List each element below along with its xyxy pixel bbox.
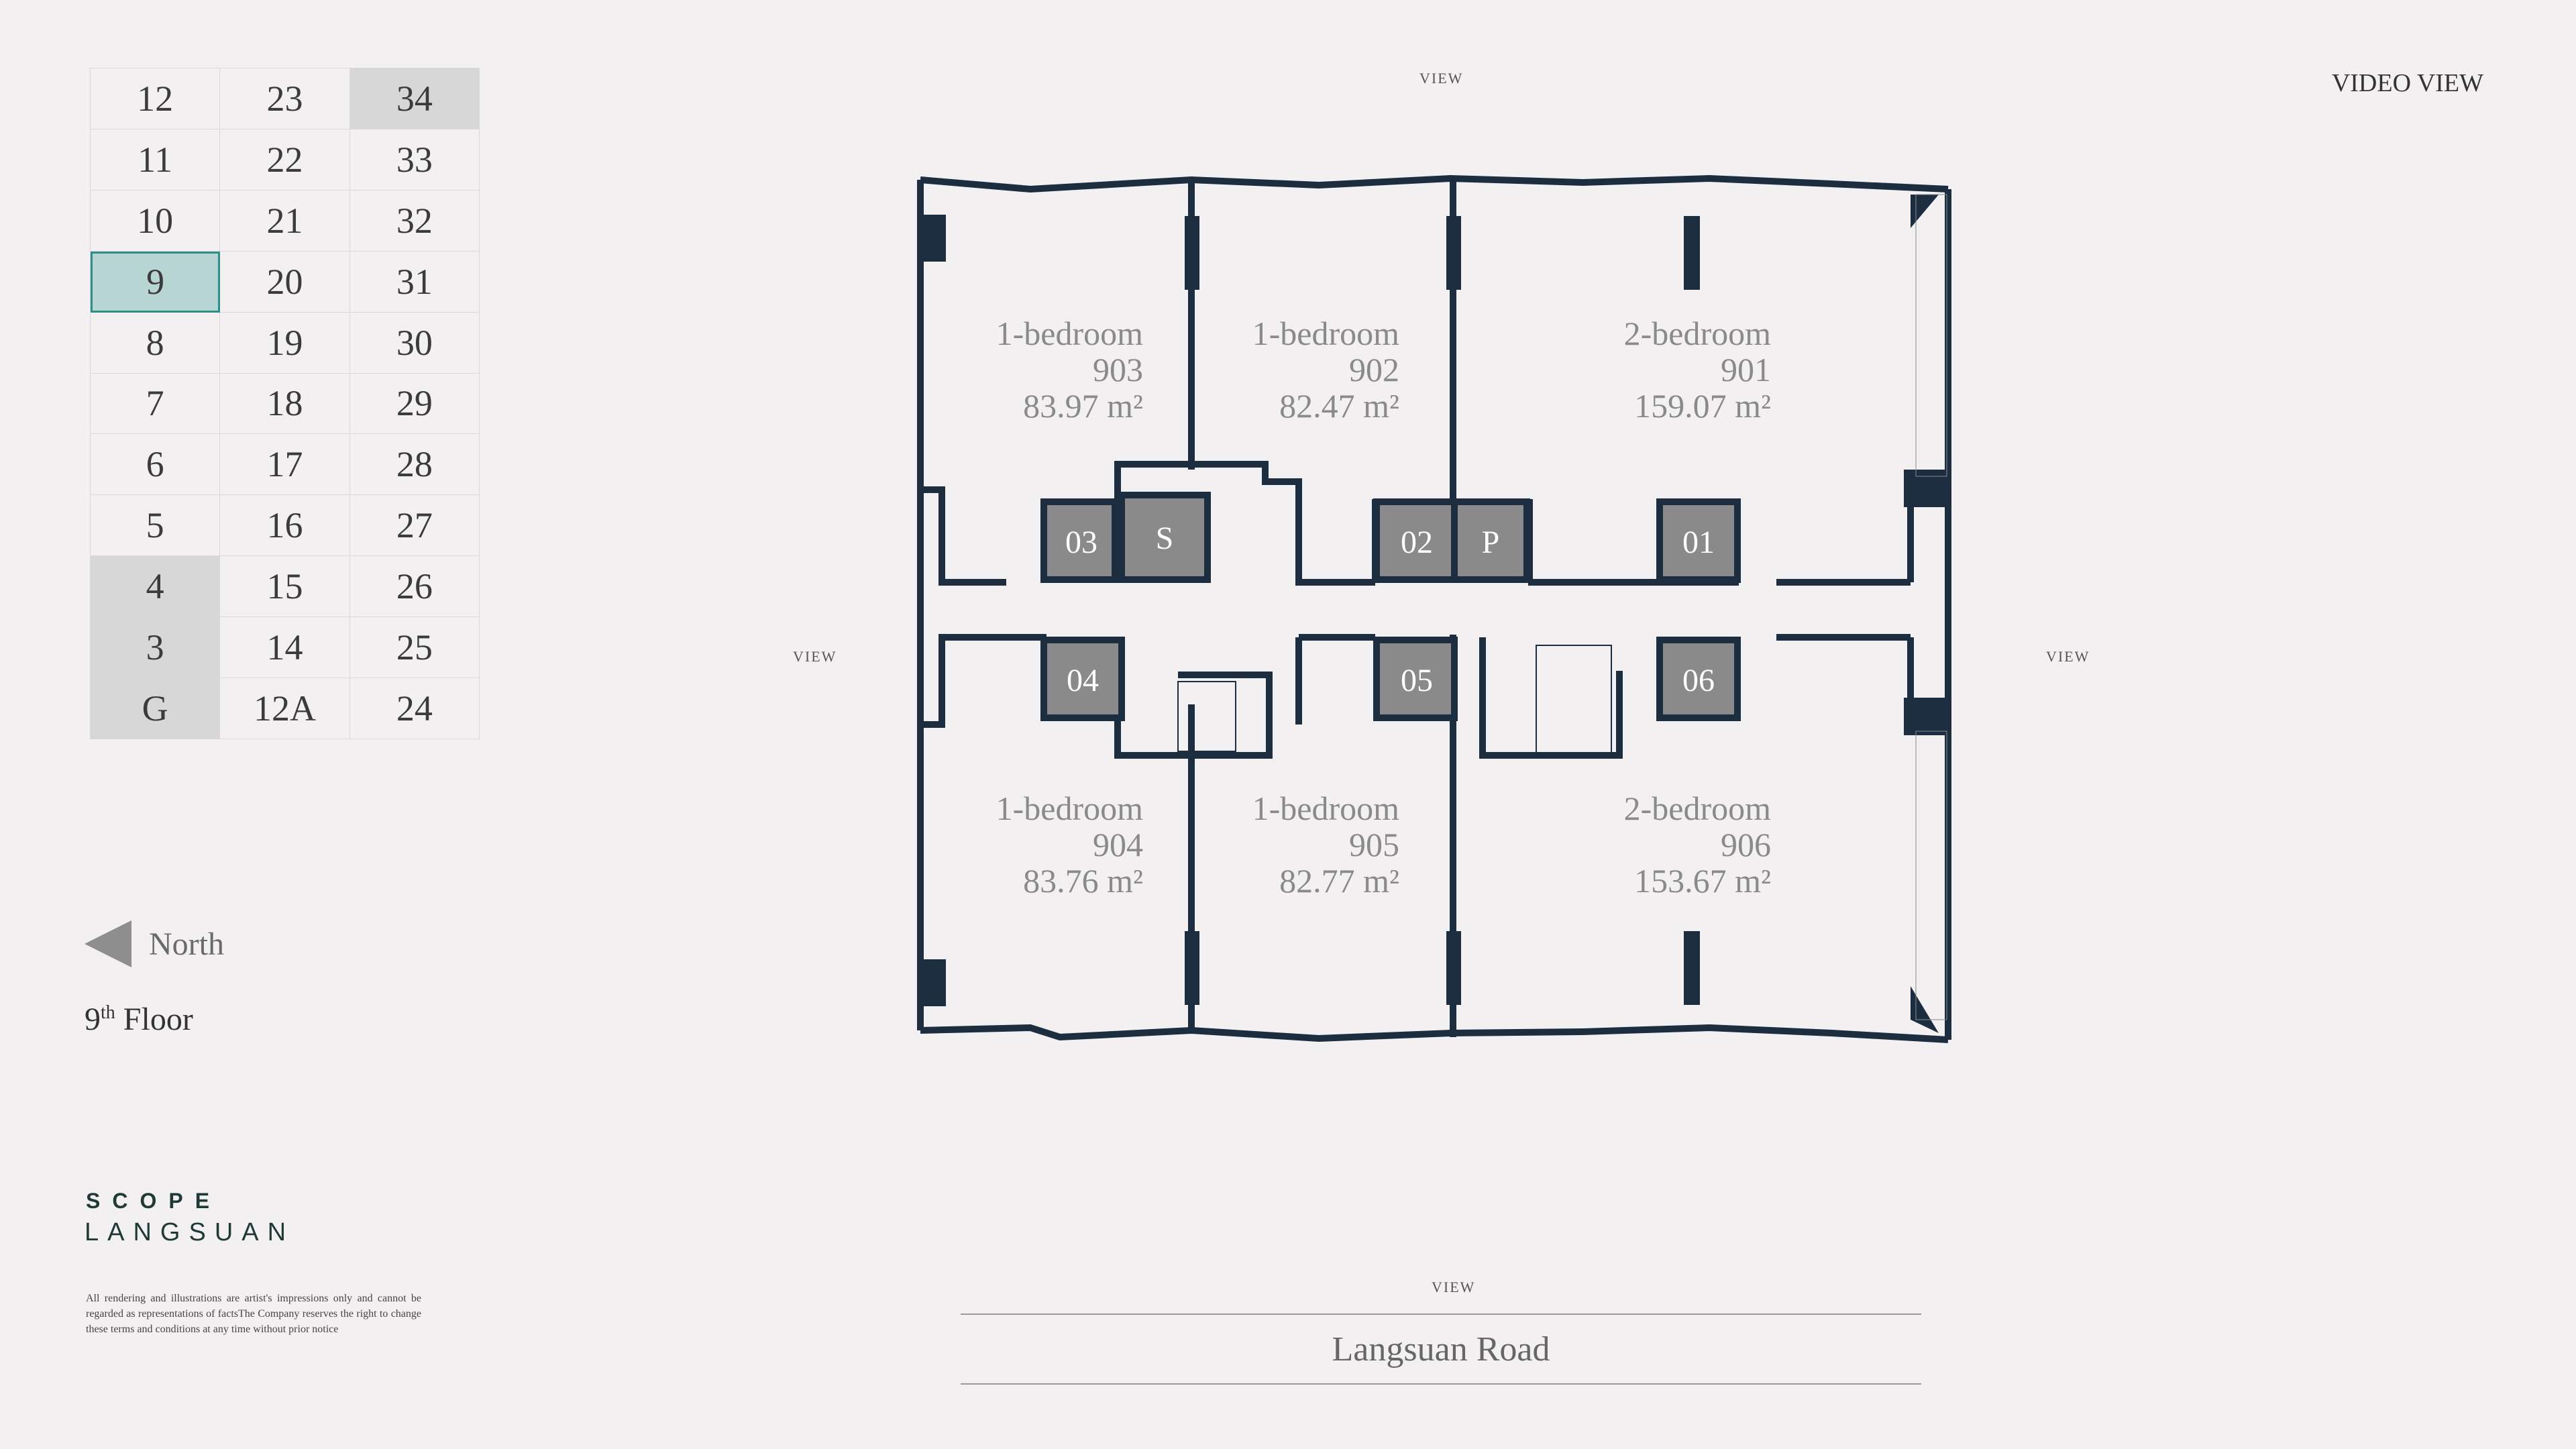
view-label-bottom: VIEW	[1432, 1279, 1476, 1295]
core-label: 01	[1682, 525, 1715, 560]
brand-logo-line2: LANGSUAN	[85, 1218, 295, 1246]
unit-905[interactable]: 1-bedroom 905 82.77 m²	[1208, 790, 1399, 899]
unit-number: 902	[1349, 351, 1399, 388]
floor-cell-3[interactable]: 3	[91, 617, 221, 679]
core-label: 03	[1065, 525, 1097, 560]
core-label: 05	[1401, 663, 1433, 698]
floor-cell-14[interactable]: 14	[220, 617, 350, 679]
floor-cell-29[interactable]: 29	[350, 373, 480, 435]
floor-cell-15[interactable]: 15	[220, 556, 350, 618]
north-arrow-icon	[85, 920, 131, 967]
floor-cell-33[interactable]: 33	[350, 129, 480, 191]
unit-902[interactable]: 1-bedroom 902 82.47 m²	[1208, 315, 1399, 424]
south-facade-wall	[920, 1024, 1949, 1043]
unit-type: 2-bedroom	[1623, 315, 1771, 352]
floor-cell-28[interactable]: 28	[350, 434, 480, 496]
video-view-button[interactable]: VIDEO VIEW	[2331, 69, 2483, 97]
unit-area: 153.67 m²	[1634, 862, 1771, 900]
floor-cell-12[interactable]: 12	[91, 68, 221, 129]
core-label: P	[1482, 525, 1500, 560]
unit-904[interactable]: 1-bedroom 904 83.76 m²	[953, 790, 1143, 899]
floor-cell-22[interactable]: 22	[220, 129, 350, 191]
road-divider-bottom	[961, 1383, 1921, 1385]
floor-cell-G[interactable]: G	[91, 678, 221, 739]
floor-word: Floor	[123, 1002, 193, 1037]
unit-area: 82.47 m²	[1279, 387, 1399, 425]
floor-suffix: th	[101, 1002, 115, 1023]
floor-cell-8[interactable]: 8	[91, 312, 221, 374]
unit-901[interactable]: 2-bedroom 901 159.07 m²	[1570, 315, 1771, 424]
unit-number: 905	[1349, 826, 1399, 863]
unit-area: 159.07 m²	[1634, 387, 1771, 425]
floor-cell-25[interactable]: 25	[350, 617, 480, 679]
floor-cell-6[interactable]: 6	[91, 434, 221, 496]
core-label: 06	[1682, 663, 1715, 698]
unit-903[interactable]: 1-bedroom 903 83.97 m²	[953, 315, 1143, 424]
floor-cell-19[interactable]: 19	[220, 312, 350, 374]
floor-cell-11[interactable]: 11	[91, 129, 221, 191]
core-label: 02	[1401, 525, 1433, 560]
floor-label: 9th Floor	[85, 1001, 193, 1038]
unit-number: 906	[1721, 826, 1771, 863]
floor-cell-7[interactable]: 7	[91, 373, 221, 435]
floor-number: 9	[85, 1002, 101, 1037]
road-divider-top	[961, 1313, 1921, 1315]
floor-cell-18[interactable]: 18	[220, 373, 350, 435]
floor-cell-9[interactable]: 9	[91, 251, 221, 313]
unit-area: 83.97 m²	[1023, 387, 1143, 425]
floor-cell-23[interactable]: 23	[220, 68, 350, 129]
floor-cell-32[interactable]: 32	[350, 190, 480, 252]
road-label: Langsuan Road	[1332, 1330, 1550, 1368]
unit-area: 83.76 m²	[1023, 862, 1143, 900]
unit-906[interactable]: 2-bedroom 906 153.67 m²	[1570, 790, 1771, 899]
view-label-top: VIEW	[1419, 70, 1464, 87]
floor-cell-31[interactable]: 31	[350, 251, 480, 313]
unit-number: 904	[1093, 826, 1143, 863]
floor-cell-17[interactable]: 17	[220, 434, 350, 496]
unit-number: 901	[1721, 351, 1771, 388]
unit-area: 82.77 m²	[1279, 862, 1399, 900]
unit-number: 903	[1093, 351, 1143, 388]
unit-type: 2-bedroom	[1623, 790, 1771, 827]
floor-cell-12A[interactable]: 12A	[220, 678, 350, 739]
north-facade-wall	[920, 174, 1949, 193]
disclaimer-text: All rendering and illustrations are arti…	[86, 1293, 421, 1335]
unit-type: 1-bedroom	[996, 790, 1143, 827]
brand-logo-line1: SCOPE	[86, 1189, 222, 1213]
unit-type: 1-bedroom	[1252, 315, 1399, 352]
unit-type: 1-bedroom	[1252, 790, 1399, 827]
floor-cell-21[interactable]: 21	[220, 190, 350, 252]
view-label-right: VIEW	[2046, 648, 2090, 665]
floor-cell-20[interactable]: 20	[220, 251, 350, 313]
floor-cell-27[interactable]: 27	[350, 495, 480, 557]
core-label: 04	[1067, 663, 1099, 698]
floor-cell-34[interactable]: 34	[350, 68, 480, 129]
core-label: S	[1156, 521, 1174, 556]
floor-cell-5[interactable]: 5	[91, 495, 221, 557]
floor-cell-26[interactable]: 26	[350, 556, 480, 618]
view-label-left: VIEW	[793, 648, 837, 665]
unit-type: 1-bedroom	[996, 315, 1143, 352]
floor-cell-10[interactable]: 10	[91, 190, 221, 252]
north-label: North	[149, 926, 224, 962]
floor-cell-30[interactable]: 30	[350, 312, 480, 374]
floor-cell-24[interactable]: 24	[350, 678, 480, 739]
floor-cell-4[interactable]: 4	[91, 556, 221, 618]
floor-cell-16[interactable]: 16	[220, 495, 350, 557]
